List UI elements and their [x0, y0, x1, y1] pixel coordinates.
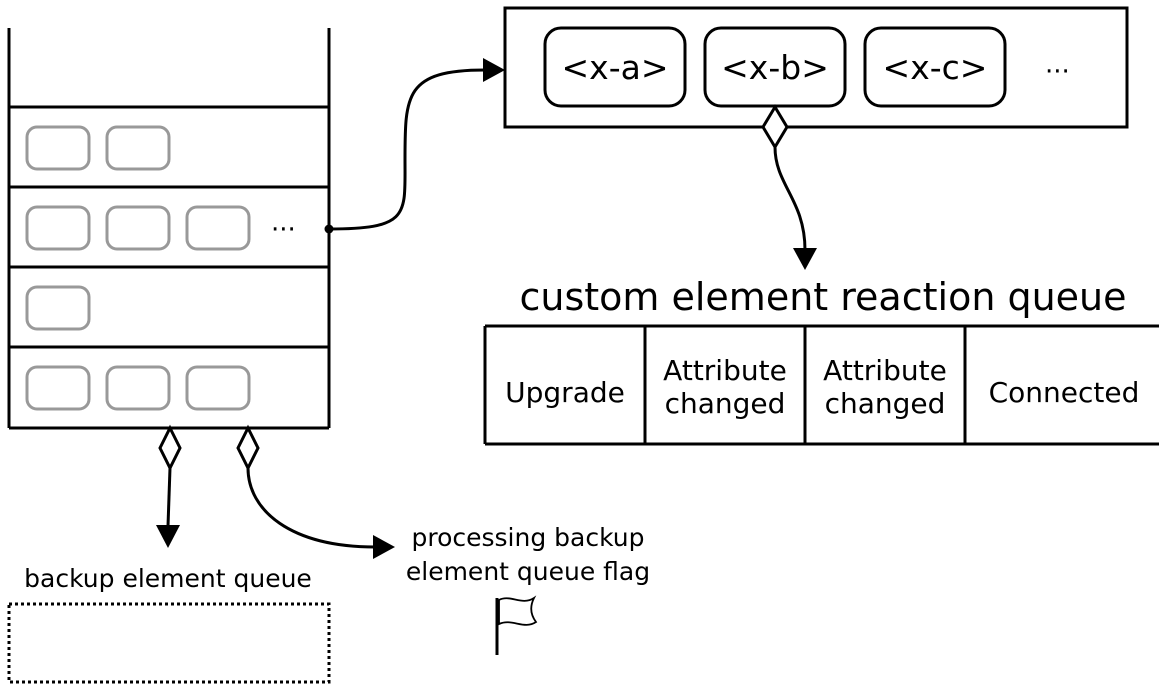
element-item-label: <x-c> — [883, 48, 988, 87]
stack-element-slots — [25, 125, 251, 411]
connector-to-element-queue — [328, 68, 486, 231]
reaction-upgrade: Upgrade — [505, 376, 625, 409]
element-slot — [25, 125, 91, 171]
stack-row-ellipsis: ··· — [271, 215, 296, 245]
reaction-attribute-changed: changed — [825, 387, 946, 420]
flag-label: processing backup — [411, 523, 644, 552]
composition-diamond — [761, 104, 789, 150]
reaction-queue-table — [483, 324, 1159, 446]
element-slot — [105, 125, 171, 171]
element-slot — [25, 205, 91, 251]
element-queue-box — [503, 6, 1129, 129]
backup-queue-label: backup element queue — [24, 564, 312, 593]
reaction-attribute-changed: changed — [665, 387, 786, 420]
flag-icon — [495, 595, 538, 655]
element-slot — [25, 285, 91, 331]
element-slot — [105, 365, 171, 411]
element-queue-ellipsis: ··· — [1045, 57, 1070, 87]
element-item-box — [543, 26, 687, 108]
flag-label: element queue flag — [406, 557, 650, 586]
connector-to-flag — [246, 467, 376, 549]
connector-to-backup-queue — [166, 467, 172, 527]
element-slot — [185, 205, 251, 251]
element-item-label: <x-b> — [721, 48, 829, 87]
element-item-label: <x-a> — [562, 48, 669, 87]
element-queue-stack — [7, 28, 331, 430]
reaction-connected: Connected — [989, 376, 1140, 409]
reaction-queue-title: custom element reaction queue — [519, 275, 1126, 319]
reaction-attribute-changed: Attribute — [663, 354, 787, 387]
arrowhead-down — [793, 248, 817, 270]
composition-diamond — [158, 424, 182, 472]
composition-diamond — [236, 424, 260, 472]
element-slot — [105, 205, 171, 251]
arrowhead-right — [483, 58, 505, 82]
element-slot — [25, 365, 91, 411]
element-item-box — [863, 26, 1007, 108]
connector-to-reaction-queue — [773, 146, 807, 251]
element-slot — [185, 365, 251, 411]
backup-queue-box — [7, 602, 331, 684]
reaction-attribute-changed: Attribute — [823, 354, 947, 387]
element-queue-items: <x-a> <x-b> <x-c> ··· — [543, 26, 1070, 108]
arrowhead-right — [373, 535, 395, 559]
arrowhead-down — [156, 525, 180, 548]
